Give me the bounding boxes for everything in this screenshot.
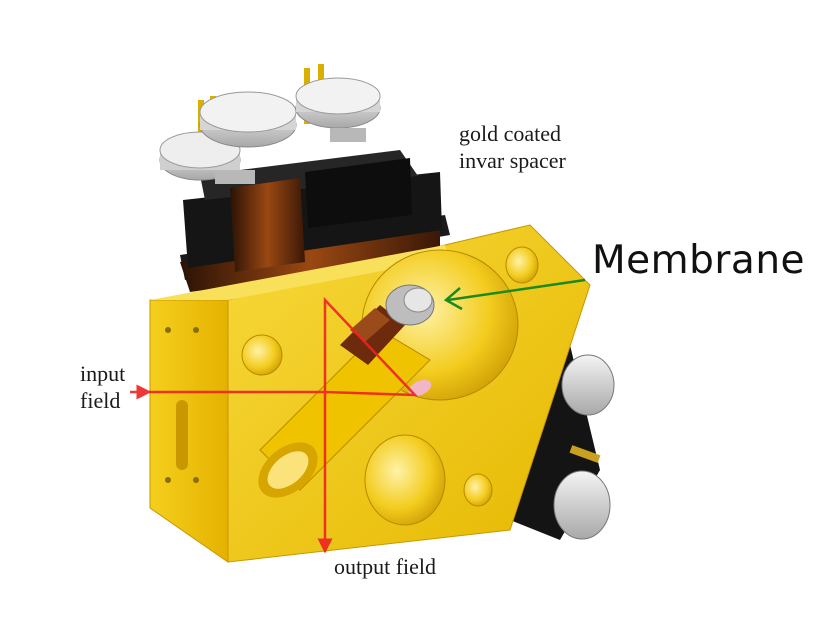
output-field-label: output field (334, 554, 437, 579)
mirror-icon (408, 379, 432, 397)
spacer-label-line1: gold coated (459, 121, 562, 146)
membrane-holder-icon (340, 284, 435, 365)
spacer-label: gold coated invar spacer (459, 120, 566, 174)
input-field-label: input field (80, 360, 125, 414)
beam-paths (130, 296, 419, 554)
invar-spacer-stack (180, 150, 450, 292)
membrane-pointer-arrow (443, 278, 586, 311)
spacer-label-line2: invar spacer (459, 148, 566, 173)
intracavity-beam (323, 296, 419, 397)
input-label-line2: field (80, 388, 121, 413)
piezo-actuator-icon (159, 64, 381, 184)
membrane-label: Membrane (592, 238, 806, 283)
input-label-line1: input (80, 361, 126, 386)
